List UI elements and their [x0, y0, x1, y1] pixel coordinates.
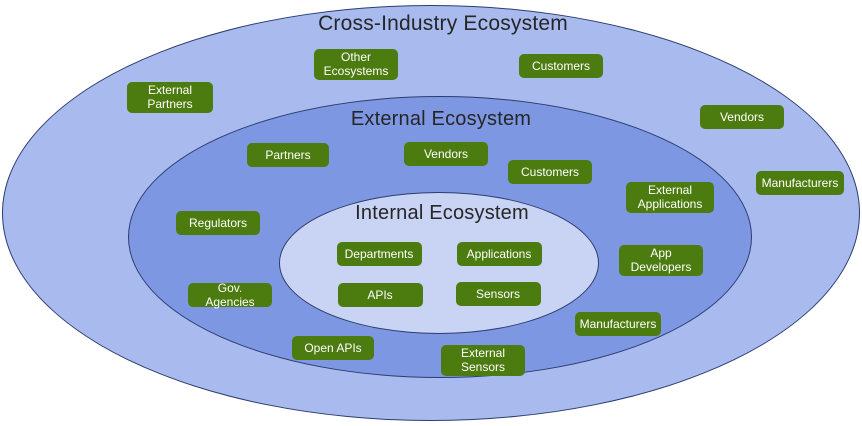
internal-ecosystem-title: Internal Ecosystem: [355, 202, 529, 224]
node-cross-industry-other-ecosystems: Other Ecosystems: [314, 48, 398, 80]
node-external-external-applications: External Applications: [626, 181, 714, 213]
node-external-app-developers: App Developers: [619, 244, 703, 276]
node-external-regulators: Regulators: [176, 211, 260, 235]
node-cross-industry-manufacturers: Manufacturers: [756, 171, 844, 195]
node-external-gov-agencies: Gov. Agencies: [188, 281, 272, 309]
cross-industry-ecosystem-title: Cross-Industry Ecosystem: [318, 12, 568, 35]
internal-ecosystem-ellipse: [279, 192, 599, 334]
node-external-open-apis: Open APIs: [292, 336, 374, 360]
node-external-vendors: Vendors: [404, 142, 488, 166]
node-internal-applications: Applications: [456, 242, 542, 266]
node-cross-industry-customers: Customers: [519, 54, 603, 78]
node-internal-sensors: Sensors: [455, 282, 541, 306]
node-external-partners: Partners: [247, 143, 329, 167]
external-ecosystem-title: External Ecosystem: [350, 108, 532, 130]
node-external-external-sensors: External Sensors: [441, 344, 525, 376]
node-cross-industry-vendors: Vendors: [700, 105, 784, 129]
node-cross-industry-external-partners: External Partners: [127, 81, 213, 113]
node-external-manufacturers: Manufacturers: [575, 312, 661, 336]
node-internal-apis: APIs: [337, 283, 423, 307]
node-external-customers: Customers: [508, 160, 592, 184]
node-internal-departments: Departments: [336, 242, 422, 266]
